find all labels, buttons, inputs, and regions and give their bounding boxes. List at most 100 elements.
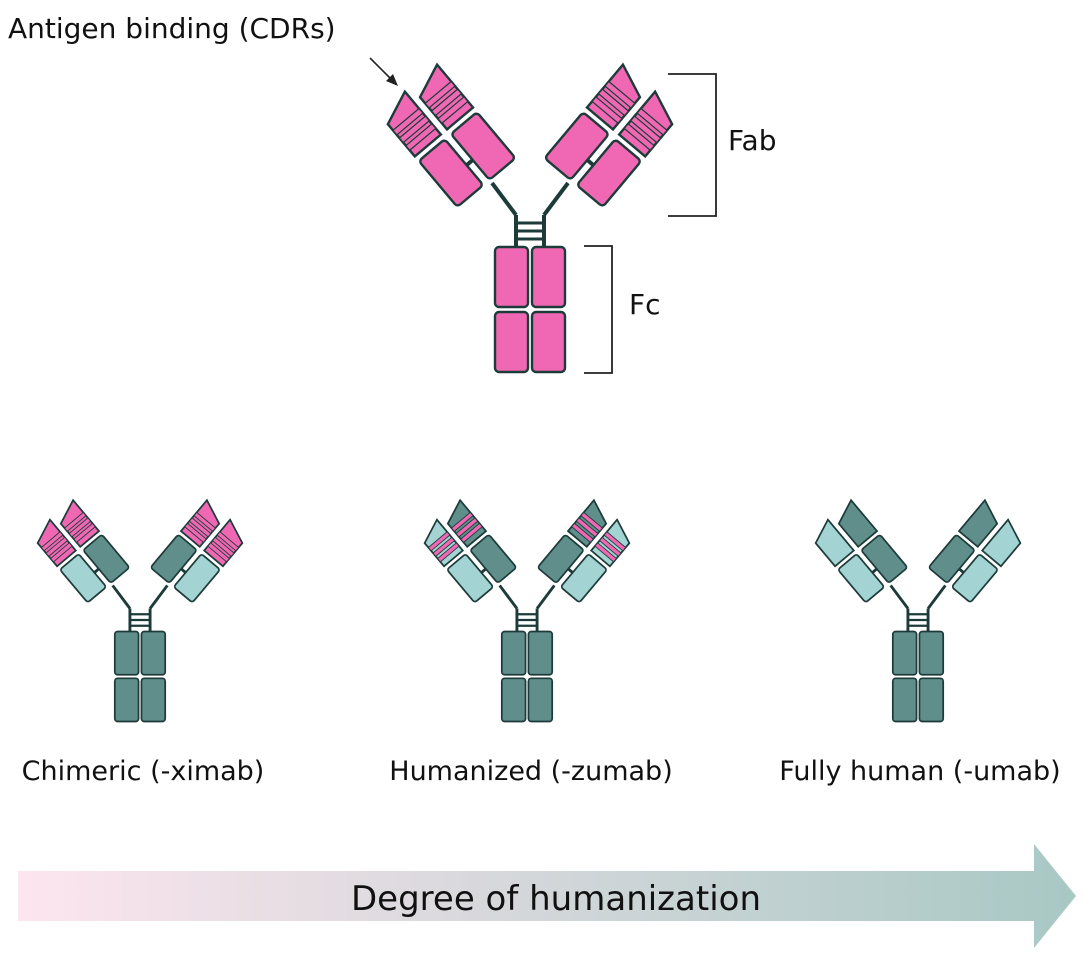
fc-lower-domain: [113, 677, 140, 723]
cdr-loop: [40, 531, 64, 552]
light-variable-domain: [980, 518, 1022, 568]
light-variable-domain: [386, 89, 443, 159]
arm-connector: [926, 584, 947, 610]
arm-frame: [814, 498, 908, 603]
arm-left: [423, 498, 519, 610]
arm-connector: [889, 584, 910, 610]
light-constant-domain: [419, 139, 483, 207]
light-variable-domain: [814, 518, 856, 568]
heavy-constant-domain: [83, 534, 130, 583]
interchain-link: [93, 567, 100, 574]
heavy-variable-domain: [566, 498, 608, 549]
arm-frame: [386, 62, 516, 207]
fc-lower-domain: [530, 310, 567, 374]
light-variable-domain: [202, 518, 244, 568]
heavy-variable-domain: [418, 62, 475, 132]
cdr-loop: [398, 115, 431, 144]
arm-right: [926, 498, 1022, 610]
fc-bracket: [584, 245, 613, 374]
cdr-loop: [594, 542, 618, 563]
cdr-loop: [455, 517, 479, 538]
interchain-link: [465, 158, 475, 167]
fc-upper-domain: [140, 630, 167, 676]
light-constant-domain: [560, 554, 607, 603]
cdr-loop: [392, 107, 424, 136]
cdr-loop: [603, 531, 627, 552]
cdr-loop: [73, 522, 96, 544]
cdr-loop: [216, 531, 240, 552]
light-variable-domain: [36, 518, 78, 568]
light-constant-domain: [838, 554, 885, 603]
arm-connector: [498, 584, 519, 610]
antibody-body: [386, 62, 674, 374]
heavy-variable-domain: [59, 498, 101, 549]
cdr-loop: [450, 511, 474, 532]
fc-lower-domain: [891, 677, 918, 723]
cdr-loop: [580, 511, 604, 532]
heavy-variable-domain: [585, 62, 642, 132]
fully-human-antibody: [814, 498, 1022, 723]
fc-lower-domain: [527, 677, 554, 723]
fully-human-label: Fully human (-umab): [779, 756, 1060, 787]
fc-lower-domain: [140, 677, 167, 723]
cdr-loop: [427, 531, 451, 552]
arm-right: [535, 498, 631, 610]
cdr-loop: [623, 122, 656, 152]
antibody-body: [814, 498, 1022, 723]
cdr-loop: [591, 95, 623, 125]
antibody-body: [36, 498, 244, 723]
light-constant-domain: [60, 554, 107, 603]
heavy-variable-domain: [957, 498, 999, 549]
cdr-loop: [404, 122, 437, 152]
chimeric-antibody: [36, 498, 244, 723]
cdr-loop: [629, 115, 662, 144]
fc-lower-domain: [918, 677, 945, 723]
cdr-loop: [211, 536, 235, 557]
cdr-loop: [604, 80, 636, 109]
cdr-loop: [571, 522, 594, 544]
arm-frame: [544, 62, 674, 207]
humanized-label: Humanized (-zumab): [389, 756, 672, 787]
interchain-link: [958, 567, 965, 574]
fc-lower-domain: [500, 677, 527, 723]
interchain-link: [480, 567, 487, 574]
interchain-link: [871, 567, 878, 574]
cdr-loop: [184, 522, 207, 544]
heavy-variable-domain: [837, 498, 879, 549]
light-variable-domain: [423, 518, 465, 568]
cdr-pointer-arrow: [369, 57, 398, 86]
arm-connector: [542, 181, 570, 217]
arm-frame: [423, 498, 517, 603]
cdr-loop: [45, 536, 69, 557]
arm-connector: [111, 584, 132, 610]
arm-left: [386, 62, 518, 217]
cdr-loop: [207, 542, 231, 563]
arm-frame: [537, 498, 631, 603]
arm-right: [542, 62, 674, 217]
arm-right: [148, 498, 244, 610]
light-constant-domain: [577, 139, 641, 207]
degree-of-humanization-label: Degree of humanization: [351, 879, 761, 919]
murine-antibody: [386, 62, 674, 374]
cdr-loop: [597, 88, 630, 117]
cdr-loop: [430, 88, 463, 117]
cdr-loop: [460, 522, 483, 544]
cdr-loop: [432, 536, 456, 557]
light-variable-domain: [589, 518, 631, 568]
light-constant-domain: [951, 554, 998, 603]
humanization-gradient-arrow: [18, 844, 1076, 948]
heavy-variable-domain: [446, 498, 488, 549]
fab-bracket: [668, 73, 717, 217]
fc-upper-domain: [113, 630, 140, 676]
heavy-constant-domain: [470, 534, 517, 583]
fc-upper-domain: [500, 630, 527, 676]
light-constant-domain: [173, 554, 220, 603]
fc-label: Fc: [629, 288, 661, 321]
cdr-loop: [575, 517, 599, 538]
heavy-constant-domain: [928, 534, 975, 583]
heavy-constant-domain: [544, 112, 609, 180]
heavy-constant-domain: [150, 534, 197, 583]
arm-frame: [928, 498, 1022, 603]
arm-left: [36, 498, 132, 610]
